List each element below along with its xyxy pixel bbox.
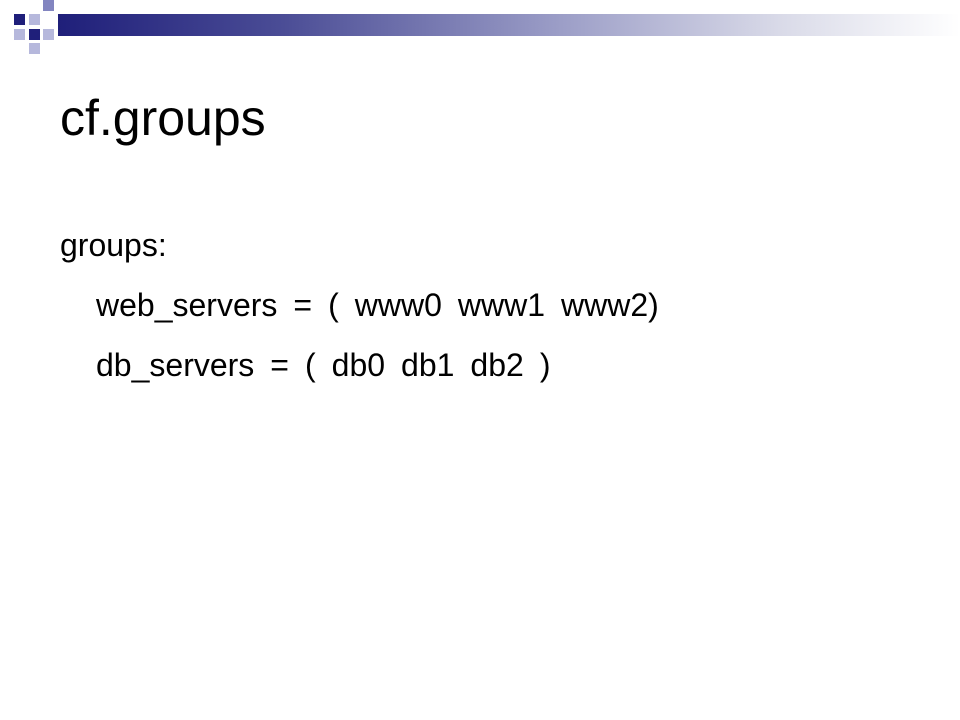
- db-servers-member-2: db1: [401, 347, 455, 383]
- web-servers-equals: =: [293, 287, 313, 323]
- web-servers-label: web_servers: [96, 287, 278, 323]
- header-gradient-bar: [58, 14, 960, 36]
- db-servers-line: db_servers = ( db0 db1 db2): [60, 340, 659, 400]
- web-servers-open-paren: (: [328, 287, 339, 323]
- header-square-navy-1: [14, 14, 25, 25]
- slide-title: cf.groups: [60, 90, 266, 146]
- web-servers-member-1: www0: [354, 287, 442, 323]
- web-servers-member-3: www2): [561, 287, 659, 323]
- body-heading: groups:: [60, 227, 167, 263]
- db-servers-open-paren: (: [304, 347, 316, 383]
- db-servers-close-paren: ): [539, 347, 551, 383]
- db-servers-member-1: db0: [331, 347, 386, 383]
- header-square-light-2: [14, 29, 25, 40]
- header-square-light-4: [29, 43, 40, 54]
- header-square-light-3: [43, 29, 54, 40]
- slide-body: groups: web_servers = ( www0 www1 www2) db_se…: [60, 220, 659, 400]
- web-servers-member-2: www1: [457, 287, 545, 323]
- header-square-mid-1: [43, 0, 54, 11]
- db-servers-equals: =: [270, 347, 289, 383]
- header-square-navy-2: [29, 29, 40, 40]
- db-servers-member-3: db2: [470, 347, 524, 383]
- header-square-light-1: [29, 14, 40, 25]
- db-servers-label: db_servers: [96, 347, 255, 383]
- web-servers-line: web_servers = ( www0 www1 www2): [60, 280, 659, 340]
- header-decoration: [0, 0, 960, 60]
